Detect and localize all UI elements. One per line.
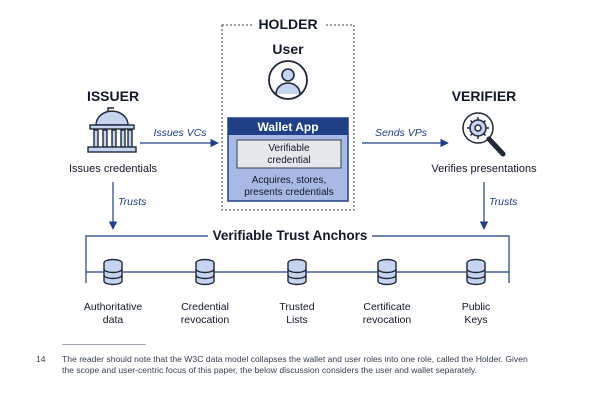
verifiable-credential-box (236, 139, 342, 169)
footnote-rule (62, 344, 146, 345)
issuer-caption: Issues credentials (69, 163, 158, 175)
credential-line2: credential (267, 155, 310, 166)
database-icon (287, 258, 307, 286)
anchor-label: data (103, 314, 124, 326)
holder-heading: HOLDER (258, 16, 317, 32)
anchor-label: Lists (286, 314, 308, 326)
trust-anchors-frame (85, 235, 510, 283)
verifier-trusts-label: Trusts (489, 196, 518, 208)
database-icon (103, 258, 123, 286)
anchor-label: Credential (181, 301, 229, 313)
anchor-label: Certificate (363, 301, 410, 313)
trust-anchors-title: Verifiable Trust Anchors (213, 228, 368, 243)
anchor-label: revocation (181, 314, 230, 326)
anchor-label: Authoritative (84, 301, 143, 313)
anchor-label: Public (462, 301, 491, 313)
footnote-number: 14 (36, 354, 46, 364)
person-icon (268, 60, 308, 100)
user-label: User (272, 41, 304, 57)
footnote-text: The reader should note that the W3C data… (62, 354, 528, 375)
footnote: 14 The reader should note that the W3C d… (36, 354, 542, 376)
database-icon (466, 258, 486, 286)
verifier-heading: VERIFIER (452, 88, 517, 104)
anchor-label: Trusted (279, 301, 314, 313)
issues-vcs-label: Issues VCs (153, 127, 207, 139)
wallet-desc-line1: Acquires, stores, (252, 175, 326, 186)
verifier-caption: Verifies presentations (431, 163, 537, 175)
database-icon (377, 258, 397, 286)
wallet-desc-line2: presents credentials (244, 187, 334, 198)
sends-vps-label: Sends VPs (375, 127, 428, 139)
wallet-title: Wallet App (257, 120, 318, 134)
anchor-label: revocation (363, 314, 412, 326)
wallet-app: Wallet App Verifiable credential Acquire… (227, 117, 349, 202)
issuer-trusts-label: Trusts (118, 196, 147, 208)
anchor-label: Keys (464, 314, 487, 326)
bank-building-icon (87, 107, 137, 153)
database-icon (195, 258, 215, 286)
issuer-heading: ISSUER (87, 88, 139, 104)
credential-line1: Verifiable (268, 143, 310, 154)
gear-magnifier-icon (462, 112, 506, 157)
